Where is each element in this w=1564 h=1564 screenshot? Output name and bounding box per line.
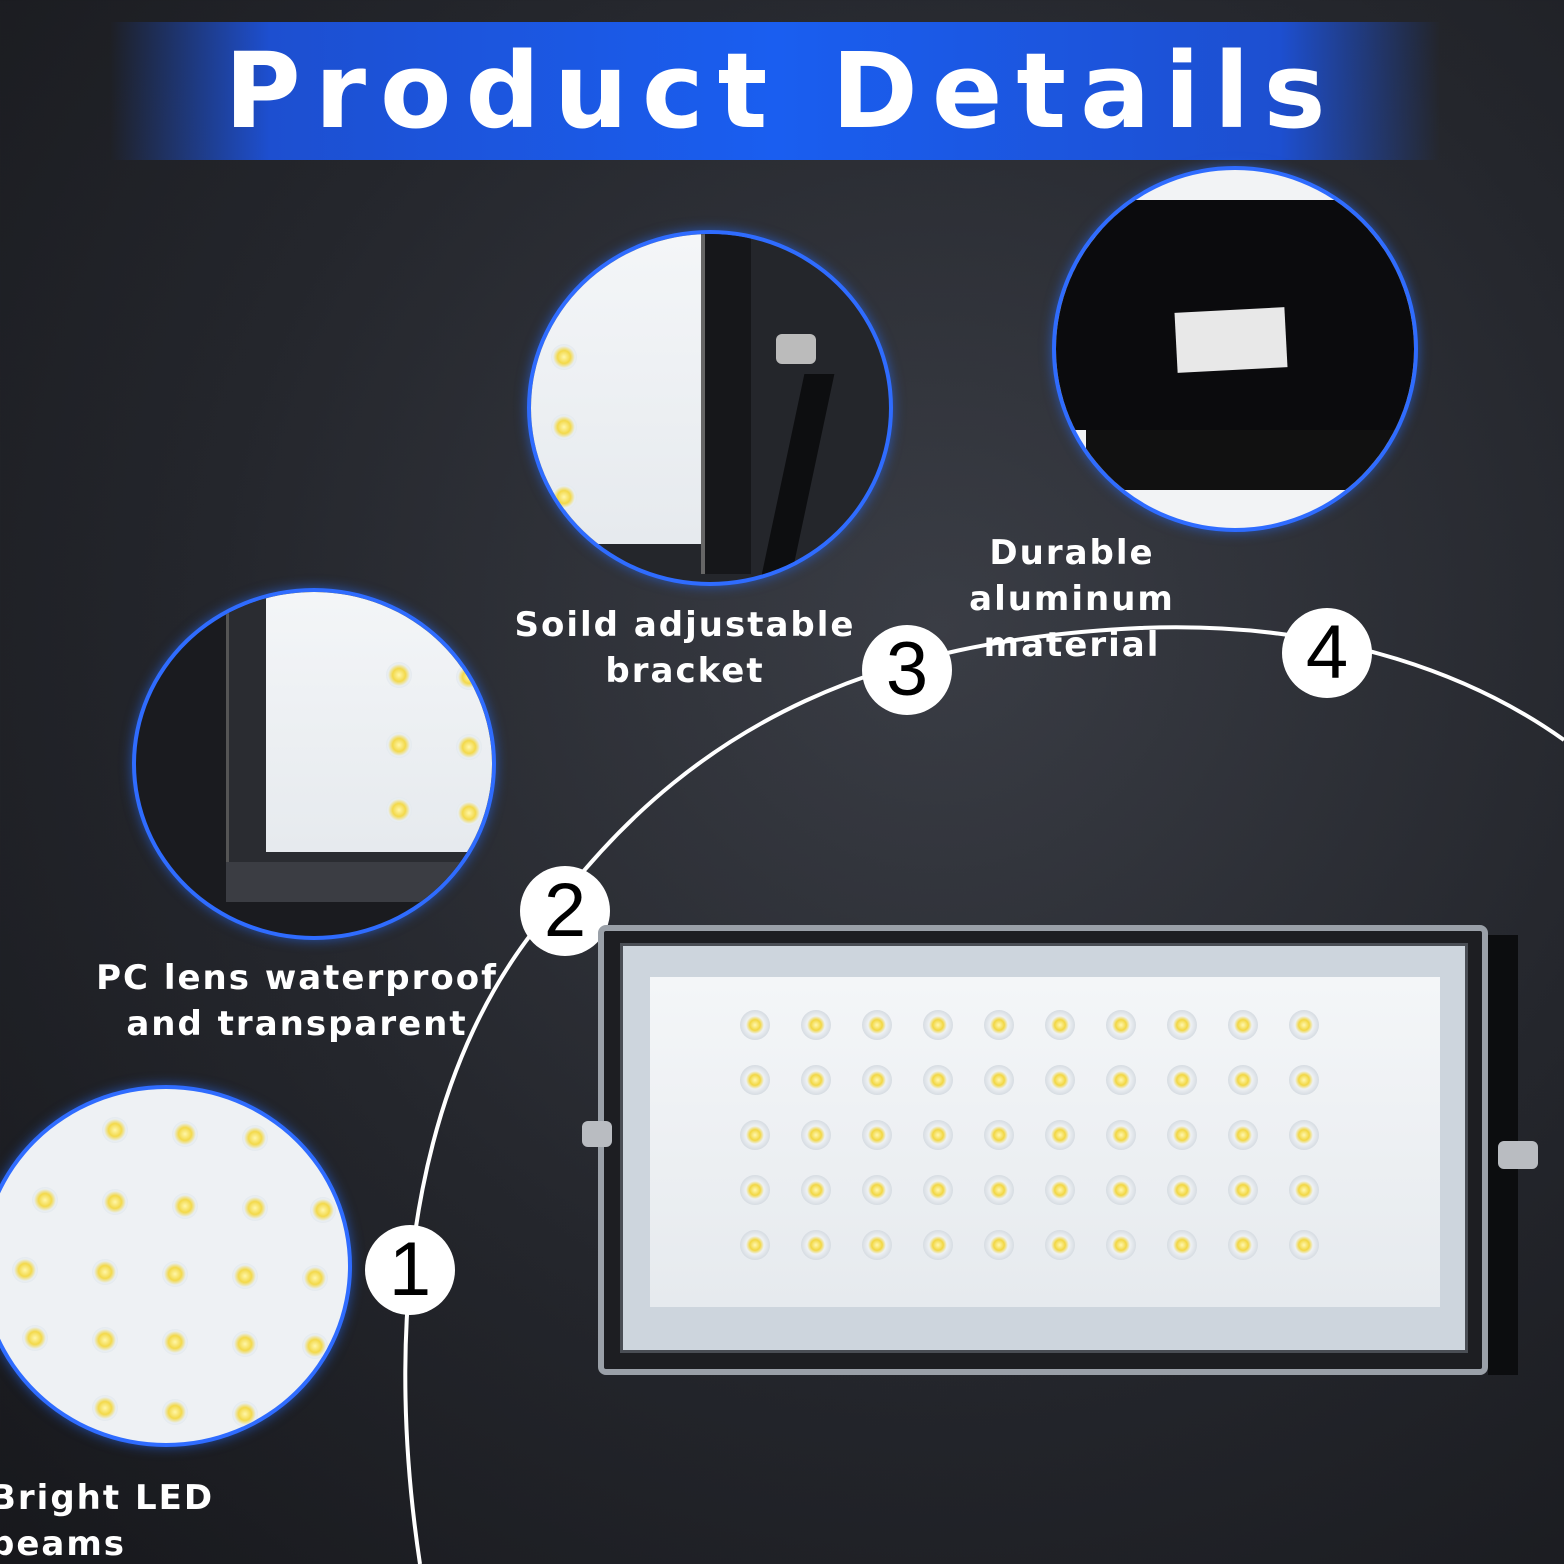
pc-lens-closeup-image bbox=[132, 588, 496, 940]
feature-number-1: 1 bbox=[365, 1225, 455, 1315]
feature-label-2-line2: and transparent bbox=[126, 1004, 468, 1044]
feature-label-4-line1: Durable aluminum bbox=[969, 533, 1175, 619]
feature-label-3-line1: Soild adjustable bbox=[514, 605, 856, 645]
feature-label-1-line1: Bright LED beams bbox=[0, 1478, 215, 1564]
feature-label-2-line1: PC lens waterproof bbox=[96, 958, 498, 998]
feature-label-4-line2: material bbox=[983, 625, 1161, 665]
aluminum-back-image bbox=[1052, 166, 1418, 532]
floodlight-product-image bbox=[582, 925, 1538, 1385]
feature-label-3: Soild adjustable bracket bbox=[500, 602, 870, 694]
feature-number-3: 3 bbox=[862, 625, 952, 715]
bracket-closeup-image bbox=[527, 230, 893, 586]
feature-label-2: PC lens waterproof and transparent bbox=[90, 955, 504, 1047]
title-banner bbox=[110, 22, 1440, 160]
feature-number-2: 2 bbox=[520, 866, 610, 956]
feature-label-4: Durable aluminum material bbox=[880, 530, 1264, 668]
page-title: Product Details bbox=[224, 30, 1340, 152]
feature-label-1: Bright LED beams bbox=[0, 1475, 350, 1564]
feature-label-3-line2: bracket bbox=[605, 651, 765, 691]
feature-number-4: 4 bbox=[1282, 608, 1372, 698]
led-closeup-image bbox=[0, 1085, 352, 1447]
